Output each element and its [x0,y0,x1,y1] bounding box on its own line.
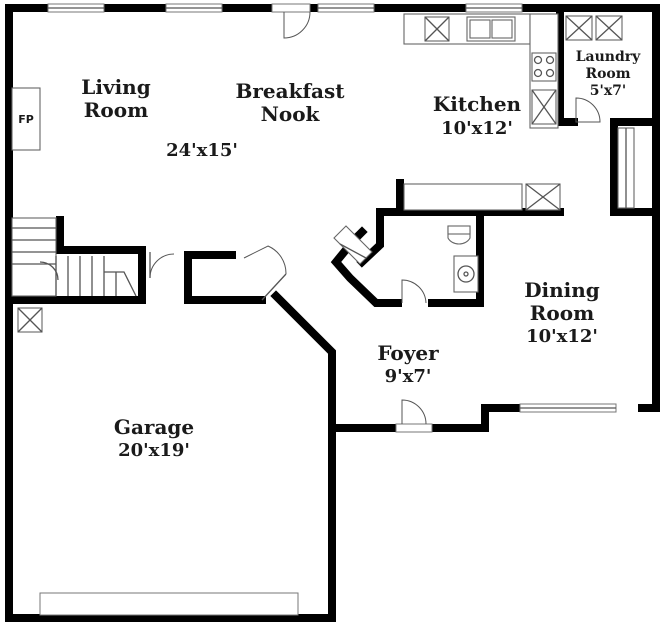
kitchen-size: 10'x12' [441,118,513,139]
fireplace-label: FP [18,113,34,126]
laundry-label-2: Room [585,66,630,82]
dining-room-size: 10'x12' [526,326,598,347]
laundry-label-1: Laundry [576,49,641,65]
living-room-label-2: Room [84,98,148,122]
fireplace [11,87,41,151]
foyer-label: Foyer [377,341,439,365]
garage-size: 20'x19' [118,440,190,461]
powder-room [333,225,479,293]
laundry-fixtures [565,15,635,209]
patio-door-swing [283,11,311,39]
kitchen-label: Kitchen [433,92,522,116]
windows [39,3,617,616]
dining-room-label-1: Dining [524,278,600,302]
staircase [11,217,137,297]
garage-entry-door [243,245,287,275]
laundry-size: 5'x7' [590,83,626,99]
kitchen-island [403,183,523,211]
breakfast-nook-label-1: Breakfast [235,79,345,103]
front-door-swing [401,399,427,425]
garage-label: Garage [114,415,194,439]
doors [149,3,601,433]
garage-door [39,592,299,616]
living-room-label-1: Living [81,75,150,99]
garage-hall-door [149,252,175,279]
foyer-size: 9'x7' [385,366,432,387]
front-door-frame [395,423,433,433]
coat-closet [333,225,373,265]
laundry-door-swing [575,97,601,123]
kitchen-fixtures [403,13,561,211]
breakfast-nook-label-2: Nook [261,102,321,126]
interior-walls [5,8,656,432]
patio-door-frame [271,3,311,13]
powder-room-door [401,279,427,304]
dining-room-label-2: Room [530,301,594,325]
living-nook-size: 24'x15' [166,140,238,161]
room-labels: Living Room Breakfast Nook 24'x15' Kitch… [81,49,641,461]
